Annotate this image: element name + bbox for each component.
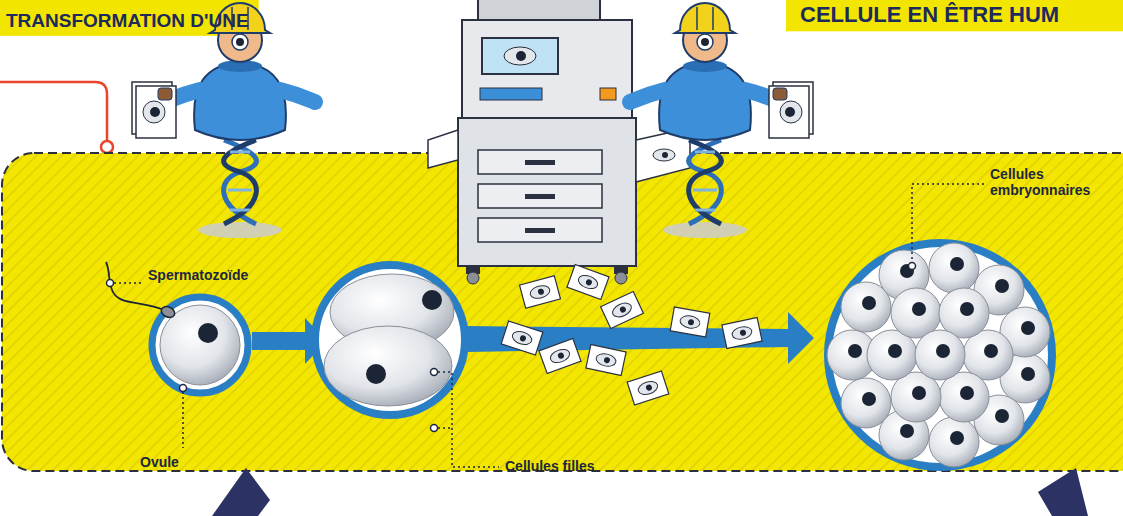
photocopier [600, 88, 616, 100]
part-label: Spermatozoïde [148, 267, 248, 283]
ovum [160, 305, 240, 385]
two-cell-embryo [315, 265, 465, 415]
photocopier [458, 118, 636, 266]
morula [929, 243, 979, 293]
two-cell-embryo [366, 364, 386, 384]
morula [912, 386, 926, 400]
worker-figure [132, 3, 315, 238]
photocopier [516, 51, 526, 61]
morula [1021, 321, 1035, 335]
ovum [152, 297, 248, 393]
leader-line [912, 184, 984, 262]
photocopier [653, 149, 675, 161]
photocopier [478, 0, 600, 20]
morula [960, 302, 974, 316]
flow-arrow [466, 312, 814, 364]
sperm-cell [160, 305, 177, 320]
photocopier [428, 0, 690, 284]
photocopier [478, 150, 602, 174]
worker-figure [630, 3, 813, 238]
morula [827, 243, 1052, 467]
pointer-line [0, 82, 113, 153]
hatched-panel [2, 153, 1123, 471]
two-cell-embryo [422, 290, 442, 310]
part-label: Cellules embryonnaires [990, 166, 1112, 198]
morula [929, 417, 979, 467]
morula [828, 243, 1052, 467]
two-cell-embryo [315, 265, 465, 415]
photocopier [525, 228, 555, 233]
header-band [786, 0, 1123, 31]
leader-line [182, 392, 184, 448]
leader-line [438, 372, 499, 467]
morula [900, 424, 914, 438]
photocopier [525, 160, 555, 165]
photocopier [615, 272, 627, 284]
leader-line [114, 184, 984, 467]
morula [936, 344, 950, 358]
ovum [198, 323, 218, 343]
section-title: CELLULE EN ÊTRE HUM [800, 2, 1059, 27]
photocopier [504, 47, 536, 65]
photocopier [482, 38, 558, 74]
ovum [152, 297, 248, 393]
morula [848, 344, 862, 358]
morula [960, 386, 974, 400]
leader-line [438, 427, 452, 429]
section-title: TRANSFORMATION D'UNE [6, 10, 249, 32]
photocopier [525, 194, 555, 199]
morula [912, 302, 926, 316]
morula [950, 257, 964, 271]
photocopier [478, 218, 602, 242]
hatched-panel [2, 153, 1123, 471]
photocopier [480, 88, 542, 100]
pointer-line [101, 141, 113, 153]
morula [862, 392, 876, 406]
morula [1021, 367, 1035, 381]
page-arrowhead [212, 468, 270, 516]
leader-dot [180, 385, 187, 392]
page-arrowhead [212, 468, 1088, 516]
copied-paper [520, 276, 561, 308]
morula [888, 344, 902, 358]
pointer-line [0, 82, 107, 140]
leader-dot [107, 280, 114, 287]
morula [984, 344, 998, 358]
morula [950, 431, 964, 445]
two-cell-embryo [324, 326, 452, 406]
page-arrowhead [1038, 468, 1088, 516]
leader-dot [909, 263, 916, 270]
photocopier [478, 184, 602, 208]
leader-line [114, 282, 142, 284]
morula [995, 409, 1009, 423]
copied-paper [722, 318, 762, 349]
photocopier [467, 272, 479, 284]
morula [867, 288, 1013, 422]
worker-figure [132, 3, 813, 238]
copied-paper [586, 345, 626, 376]
copied-paper [501, 321, 543, 355]
leader-dot [431, 425, 438, 432]
copied-paper [567, 265, 609, 300]
copied-paper [670, 307, 710, 337]
morula [862, 296, 876, 310]
copied-paper [501, 265, 762, 405]
morula [827, 243, 1050, 467]
photocopier [462, 20, 632, 118]
copied-paper [539, 339, 581, 374]
morula [841, 378, 891, 428]
copied-paper [627, 371, 669, 405]
part-label: Ovule [140, 454, 179, 470]
header-band [0, 0, 259, 36]
leader-dot [107, 263, 916, 432]
photocopier [662, 152, 668, 158]
copied-paper [601, 292, 644, 329]
part-label: Cellules filles [505, 458, 594, 474]
photocopier [428, 130, 458, 168]
leader-dot [431, 369, 438, 376]
morula [915, 330, 965, 380]
morula [995, 279, 1009, 293]
